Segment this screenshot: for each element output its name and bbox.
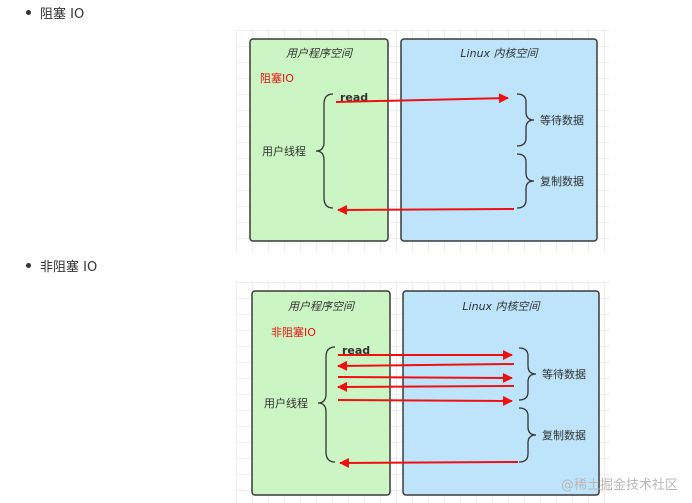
kernel-space-title: Linux 内核空间 [460, 47, 539, 60]
poll-return-arrow [337, 360, 515, 371]
poll-call-arrow [337, 395, 513, 406]
bullet-label: 阻塞 IO [40, 7, 85, 22]
nonblocking-io-diagram: 用户程序空间 Linux 内核空间 非阻塞IO 用户线程 read 等待数据 复… [251, 290, 600, 496]
user-thread-brace [315, 93, 334, 209]
return-arrow [339, 457, 519, 468]
user-space-title: 用户程序空间 [286, 47, 354, 60]
thread-label: 用户线程 [262, 144, 306, 158]
poll-return-arrow [337, 381, 515, 392]
user-space-title: 用户程序空间 [288, 300, 356, 313]
bullet-label: 非阻塞 IO [40, 260, 98, 275]
user-space-box [249, 38, 389, 242]
mode-label: 阻塞IO [260, 71, 294, 85]
copy-data-brace [516, 153, 535, 209]
bullet-dot-icon [26, 263, 31, 268]
copy-data-label: 复制数据 [540, 174, 584, 188]
watermark: @稀土掘金技术社区 [560, 478, 678, 493]
poll-call-arrow [337, 372, 513, 383]
return-arrow [337, 204, 515, 215]
thread-label: 用户线程 [264, 396, 308, 410]
bullet-blocking-io: 阻塞 IO [26, 3, 84, 22]
blocking-io-diagram: 用户程序空间 Linux 内核空间 阻塞IO 用户线程 read 等待数据 复制… [249, 38, 598, 242]
wait-data-brace [516, 93, 535, 147]
bullet-dot-icon [26, 10, 31, 15]
user-space-box [251, 290, 391, 496]
wait-data-label: 等待数据 [542, 367, 586, 381]
wait-data-brace [518, 347, 537, 401]
copy-data-label: 复制数据 [542, 428, 586, 442]
kernel-space-title: Linux 内核空间 [462, 300, 541, 313]
kernel-space-box [400, 38, 598, 242]
mode-label: 非阻塞IO [271, 325, 316, 339]
copy-data-brace [518, 407, 537, 463]
bullet-nonblocking-io: 非阻塞 IO [26, 256, 97, 275]
read-label: read [342, 344, 370, 357]
wait-data-label: 等待数据 [540, 113, 584, 127]
user-thread-brace [317, 346, 336, 463]
kernel-space-box [402, 290, 600, 496]
read-call-arrow [335, 93, 509, 104]
